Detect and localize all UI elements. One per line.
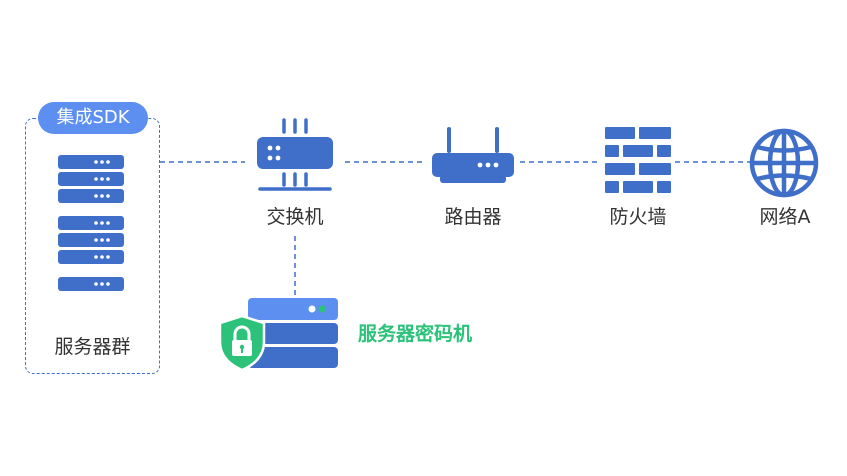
globe-icon <box>749 128 819 198</box>
firewall-label: 防火墙 <box>609 206 667 228</box>
switch-icon <box>257 118 333 191</box>
sdk-badge: 集成SDK <box>38 102 148 134</box>
router-icon <box>432 127 514 183</box>
firewall-icon <box>605 127 671 193</box>
hsm-label: 服务器密码机 <box>358 323 473 345</box>
router-label: 路由器 <box>444 206 502 228</box>
server-shield-icon <box>220 298 338 372</box>
switch-label: 交换机 <box>266 206 324 228</box>
server-group-label: 服务器群 <box>54 336 131 358</box>
server-rack-icon <box>58 155 124 291</box>
network-label: 网络A <box>759 206 811 228</box>
